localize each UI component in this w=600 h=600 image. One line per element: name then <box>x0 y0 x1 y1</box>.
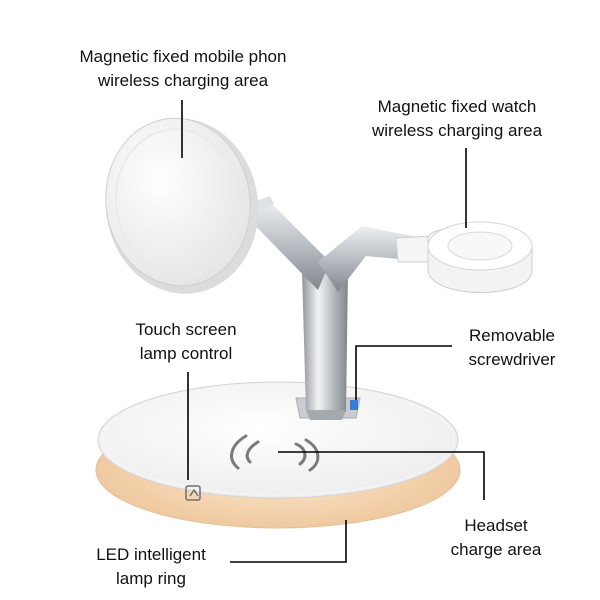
touch-control-label-line1: Touch screen <box>135 320 237 339</box>
headset-area-label: Headset charge area <box>436 514 556 562</box>
screwdriver-label-line1: Removable <box>469 326 555 345</box>
watch-area-label: Magnetic fixed watch wireless charging a… <box>352 95 562 143</box>
phone-area-label-line1: Magnetic fixed mobile phon <box>79 47 287 66</box>
headset-area-label-line1: Headset <box>464 516 528 535</box>
watch-arm <box>318 226 435 292</box>
led-ring-label: LED intelligent lamp ring <box>76 543 226 591</box>
led-ring-label-line1: LED intelligent <box>96 545 206 564</box>
callout-lines <box>181 100 485 563</box>
headset-area-label-line2: charge area <box>450 540 542 559</box>
headset-area-callout <box>278 451 485 500</box>
touch-button-icon[interactable] <box>185 485 201 501</box>
phone-area-label-line2: wireless charging area <box>97 71 269 90</box>
screwdriver-label: Removable screwdriver <box>452 324 572 372</box>
charging-base <box>97 381 459 499</box>
led-ring-label-line2: lamp ring <box>116 569 186 588</box>
watch-charging-pod <box>427 221 533 293</box>
screwdriver-callout <box>355 345 452 400</box>
wireless-charge-icon <box>230 434 320 472</box>
touch-control-label: Touch screen lamp control <box>116 318 256 366</box>
led-ring-callout <box>230 520 347 563</box>
screwdriver-label-line2: screwdriver <box>468 350 556 369</box>
watch-area-label-line1: Magnetic fixed watch <box>377 97 537 116</box>
touch-control-label-line2: lamp control <box>139 344 233 363</box>
watch-area-label-line2: wireless charging area <box>371 121 543 140</box>
phone-charging-disc <box>105 117 259 294</box>
stand-post <box>302 270 348 420</box>
phone-area-label: Magnetic fixed mobile phon wireless char… <box>68 45 298 93</box>
